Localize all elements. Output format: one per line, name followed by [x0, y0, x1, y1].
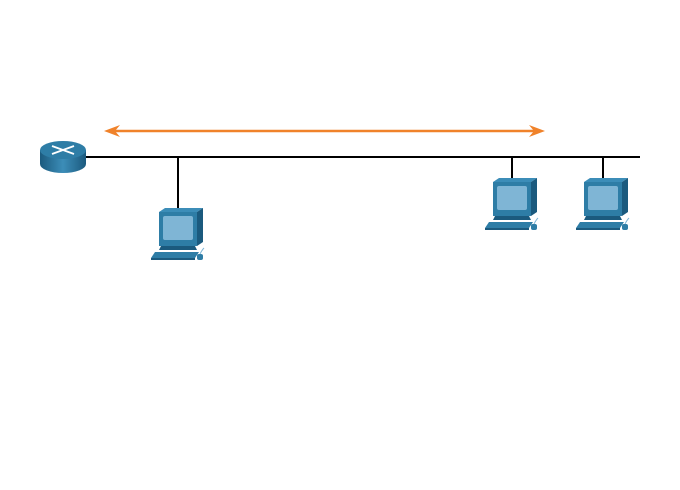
pc-icon[interactable]	[484, 177, 539, 231]
pc-icon[interactable]	[575, 177, 630, 231]
pc-icon[interactable]	[150, 207, 205, 261]
bidirectional-arrow	[104, 125, 545, 137]
router-icon[interactable]	[40, 141, 86, 173]
